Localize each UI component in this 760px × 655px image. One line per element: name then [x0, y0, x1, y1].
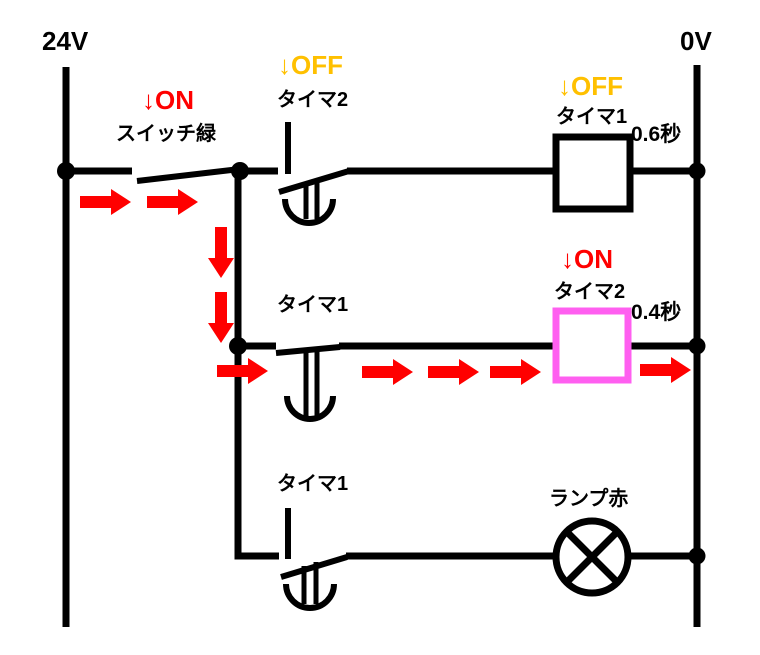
flow-arrow-right-icon [362, 359, 413, 385]
flow-arrow-right-icon [640, 357, 691, 383]
right-rail-label: 0V [680, 26, 712, 56]
flow-arrow-right-icon [490, 359, 541, 385]
junction-dot [231, 162, 249, 180]
lamp-symbol [552, 517, 632, 597]
timer1-coil-state-label: ↓OFF [558, 71, 623, 101]
flow-arrow-right-icon [217, 358, 268, 384]
wires [62, 65, 701, 627]
switch-blade [136, 166, 241, 184]
flow-arrow-right-icon [80, 189, 131, 215]
timer1-nc-contact [280, 508, 348, 611]
contact-blade [278, 168, 350, 195]
timer-cup-icon [282, 198, 336, 226]
branch-wire [234, 171, 279, 560]
junction-dots [57, 162, 706, 565]
timer2-nc-contact [278, 122, 350, 226]
timer2-contact-state-label: ↓OFF [278, 50, 343, 80]
junction-dot [57, 162, 75, 180]
junction-dot [688, 162, 706, 180]
flow-arrow-right-icon [147, 189, 198, 215]
timer2-contact-name-label: タイマ2 [277, 89, 349, 111]
timer1-coil-delay-label: 0.6秒 [631, 123, 682, 146]
left-rail-label: 24V [42, 26, 89, 56]
timer2-coil-state-label: ↓ON [561, 244, 613, 274]
timer-cup-icon [283, 583, 337, 611]
timer1-contact-name-label: タイマ1 [277, 294, 349, 316]
switch-state-label: ↓ON [142, 85, 194, 115]
lamp-name-label: ランプ赤 [549, 488, 629, 510]
switch-name-label: スイッチ緑 [116, 123, 216, 145]
timer2-coil-name-label: タイマ2 [554, 281, 626, 303]
junction-dot [688, 337, 706, 355]
flow-arrow-down-icon [208, 227, 234, 278]
timer-cup-icon [284, 395, 336, 422]
timer2-coil-delay-label: 0.4秒 [631, 301, 682, 324]
junction-dot [688, 547, 706, 565]
junction-dot [229, 337, 247, 355]
contact-blade [275, 344, 341, 356]
timer1-contact2-name-label: タイマ1 [277, 473, 349, 495]
timer1-coil-name-label: タイマ1 [556, 106, 628, 128]
timer1-no-contact [275, 344, 341, 422]
flow-arrow-right-icon [428, 359, 479, 385]
timer2-coil-box [552, 307, 632, 384]
lamp-cross-line [564, 529, 620, 585]
timer1-coil-box [552, 133, 634, 213]
flow-arrow-down-icon [208, 292, 234, 343]
